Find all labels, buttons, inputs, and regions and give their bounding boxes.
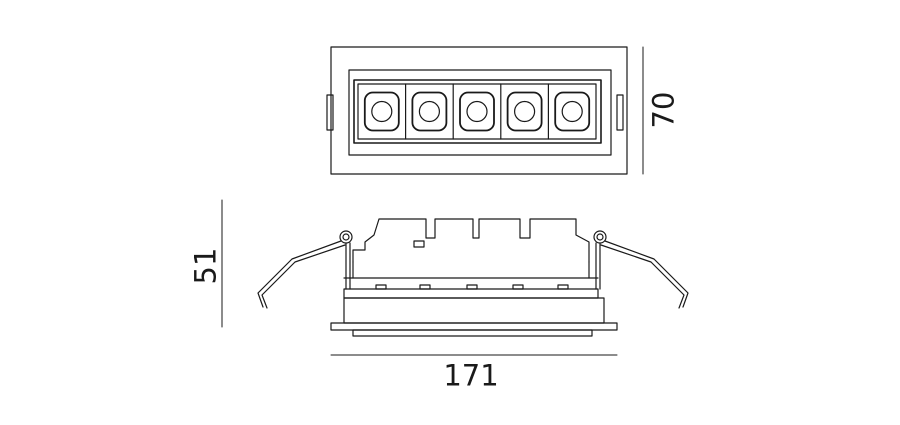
right-spring-clip — [593, 230, 689, 309]
center-screw — [413, 240, 425, 248]
top-view-led-strip-outer — [353, 79, 602, 144]
led-lens — [418, 100, 440, 123]
housing-lower — [343, 297, 605, 324]
top-view-outer-frame — [330, 46, 628, 175]
led-lens-frame — [363, 91, 400, 132]
led-lens — [561, 100, 583, 123]
top-view-inner-frame — [348, 69, 612, 156]
right-clip-tab — [616, 94, 624, 131]
led-lens-frame — [506, 91, 543, 132]
trim-flange — [330, 322, 618, 331]
led-lens-frame — [411, 91, 448, 132]
heatsink-body — [352, 218, 590, 263]
left-spring-clip — [257, 230, 353, 309]
top-view — [326, 46, 628, 175]
side-view — [257, 218, 689, 337]
led-lens — [513, 100, 536, 123]
housing-upper — [343, 288, 599, 299]
top-view-led-strip-inner — [357, 83, 597, 140]
led-lens — [466, 100, 488, 123]
dimension-70-label: 70 — [646, 91, 681, 129]
led-cells — [363, 83, 591, 140]
dimension-171-label: 171 — [443, 358, 499, 393]
lens-bottom — [352, 329, 593, 337]
left-clip-tab — [326, 94, 334, 131]
led-lens-frame — [554, 91, 591, 132]
dimension-51-label: 51 — [188, 247, 223, 285]
led-lens — [371, 100, 393, 123]
led-lens-frame — [459, 91, 495, 132]
